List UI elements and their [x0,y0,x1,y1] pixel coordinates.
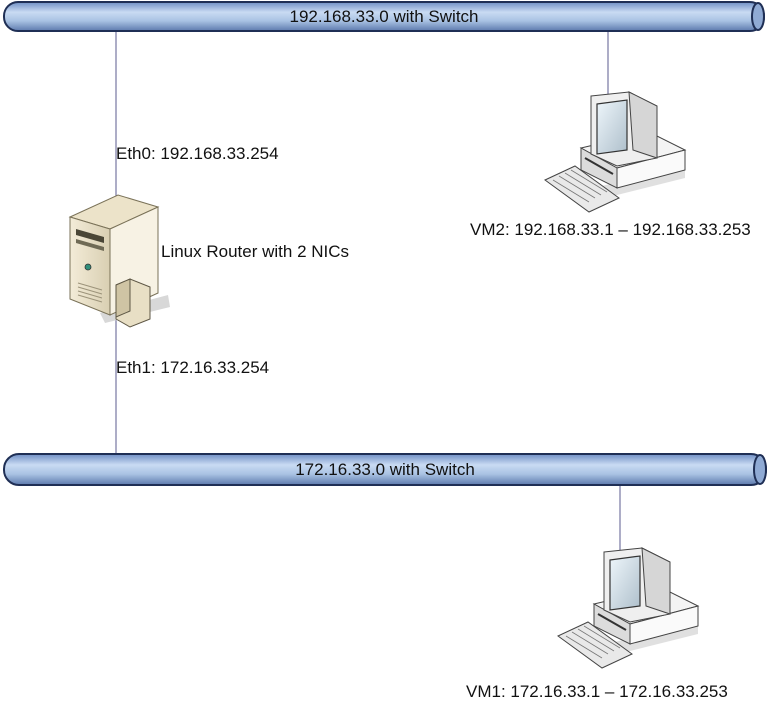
top-network-label: 192.168.33.0 with Switch [289,7,478,26]
vm1-computer-icon [557,547,700,669]
top-network-bus: 192.168.33.0 with Switch [3,1,765,32]
vm2-label: VM2: 192.168.33.1 – 192.168.33.253 [470,220,751,239]
links [115,31,621,560]
router-label: Linux Router with 2 NICs [161,242,350,261]
vm1-label: VM1: 172.16.33.1 – 172.16.33.253 [466,682,728,701]
server-tower-icon [68,194,170,328]
eth0-label: Eth0: 192.168.33.254 [116,144,279,163]
bottom-network-label: 172.16.33.0 with Switch [295,460,475,479]
bottom-network-bus: 172.16.33.0 with Switch [3,453,767,486]
vm2-computer-icon [544,91,687,213]
eth1-label: Eth1: 172.16.33.254 [116,358,270,377]
